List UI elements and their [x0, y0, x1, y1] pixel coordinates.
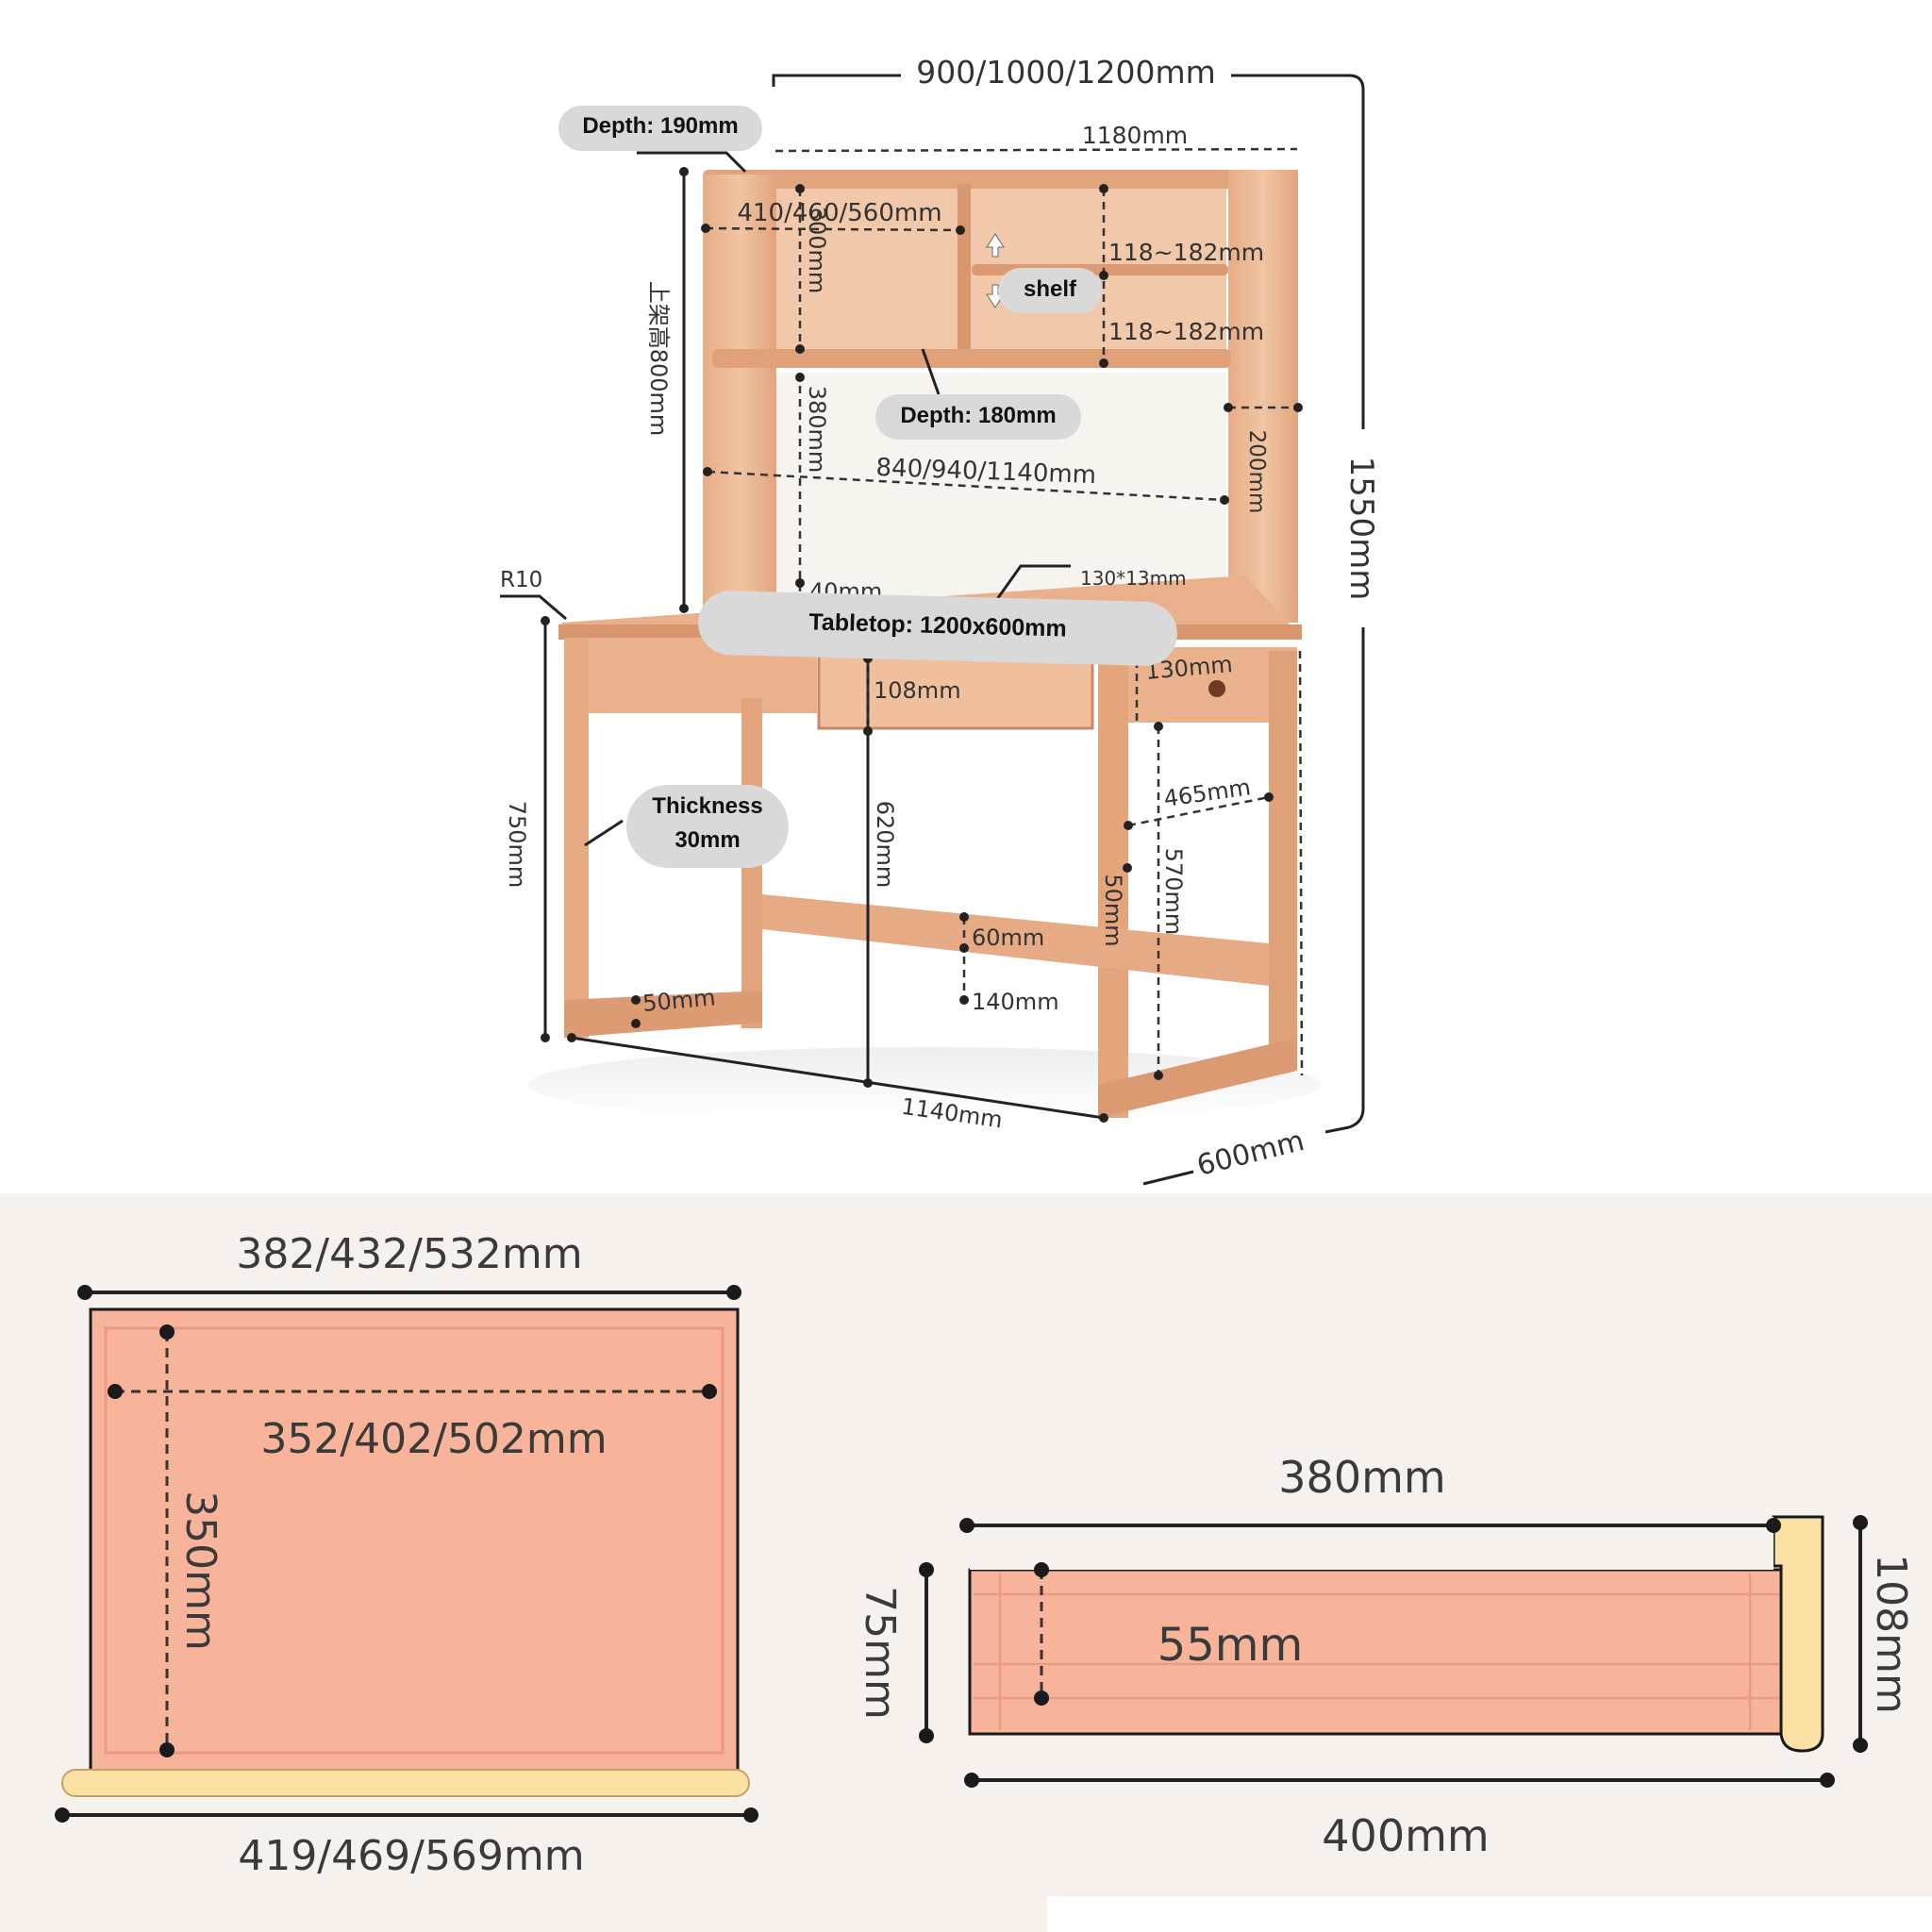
hutch-inner-width-line [774, 147, 1298, 153]
overall-depth-label: 600mm [1193, 1124, 1307, 1183]
hutch-top-board [703, 170, 1297, 189]
drawer-front-width-label: 419/469/569mm [238, 1832, 584, 1880]
overall-depth-line [1142, 1170, 1194, 1186]
thickness-callout-line2: 30mm [675, 827, 740, 853]
desk-dimension-lines [500, 74, 1365, 1186]
drawer-height-label: 108mm [874, 677, 961, 704]
thickness-callout-line1: Thickness [652, 793, 762, 819]
drawer-side-length-label: 380mm [1278, 1452, 1445, 1503]
side-panel-label: 200mm [1244, 430, 1269, 514]
thickness-pill [626, 785, 789, 868]
drawer-top-inner [104, 1326, 724, 1755]
shelf-depth-pill [875, 394, 1081, 440]
drawer-side-view: 380mm 75mm 55mm 108mm 400mm [856, 1452, 1915, 1861]
hutch-left-tower [703, 175, 776, 608]
drawer-side-total-length-label: 400mm [1322, 1810, 1489, 1861]
leg-height-label: 750mm [504, 801, 530, 889]
hutch-right-tower [1228, 170, 1298, 623]
right-foot-bar [1098, 1038, 1297, 1118]
overall-width-label: 900/1000/1200mm [916, 54, 1215, 91]
stretcher-bar [762, 894, 1269, 986]
side-depth-label: 465mm [1162, 774, 1253, 812]
side-drawer-knob [1208, 680, 1225, 697]
shelf-callout: shelf [1024, 276, 1077, 302]
bar-140-label: 140mm [972, 989, 1059, 1015]
cabinet-divider [958, 184, 971, 363]
side-height-label: 570mm [1160, 848, 1187, 936]
cable-slot-label: 130*13mm [1080, 567, 1187, 590]
cabinet-width-label: 410/460/560mm [737, 199, 941, 227]
upper-shelf-height-label: 300mm [804, 207, 830, 294]
drawer-depth-label: 350mm [176, 1491, 225, 1651]
shelf-depth-leader [921, 348, 941, 395]
overall-height-line [1324, 627, 1365, 1134]
main-shelf [712, 349, 1231, 368]
shelf-pill [998, 268, 1102, 313]
bar-50-front-label: 50mm [641, 984, 716, 1017]
radius-leader [500, 594, 567, 621]
shelf-gap-bottom-label: 118~182mm [1108, 318, 1264, 345]
top-depth-leader [637, 151, 747, 174]
left-leg-front [564, 638, 589, 1038]
drawer-top-panel [89, 1307, 740, 1774]
drawer-inner-width-label: 352/402/502mm [260, 1415, 607, 1463]
left-foot-bar [564, 991, 762, 1038]
drawer-top-view: 382/432/532mm 352/402/502mm 350mm 419/46… [55, 1230, 758, 1880]
thickness-leader [584, 819, 624, 847]
shelf-depth-callout: Depth: 180mm [900, 403, 1056, 428]
overall-height-label: 1550mm [1342, 457, 1380, 601]
desk-dashed-lines [705, 147, 1304, 1076]
shelf-gap-top-label: 118~182mm [1108, 239, 1264, 266]
drawer-outer-width-label: 382/432/532mm [236, 1230, 582, 1278]
drawer-side-height-label: 75mm [856, 1586, 904, 1720]
overall-width-line [772, 74, 1365, 429]
top-depth-pill [558, 106, 762, 151]
cabinet-width-line [705, 226, 961, 232]
radius-label: R10 [500, 568, 542, 592]
drawer-side-front-height-label: 108mm [1867, 1554, 1915, 1714]
drawer-side-inner-height-label: 55mm [1158, 1619, 1304, 1672]
tabletop-pill [698, 591, 1177, 666]
base-width-line [571, 1036, 1105, 1120]
hutch-inner-width-label: 1180mm [1082, 122, 1188, 149]
desk-labels: 900/1000/1200mm 1180mm 410/460/560mm 300… [500, 54, 1380, 1183]
right-leg-back [1269, 651, 1297, 1066]
desk-dimension-dots [541, 167, 1303, 1123]
callout-pills: Depth: 190mm shelf Depth: 180mm Tabletop… [558, 106, 1177, 868]
drawer-side-front-board [1772, 1515, 1824, 1753]
knee-height-label: 620mm [872, 801, 898, 889]
right-depth-line [1298, 650, 1304, 1076]
hutch-height-label: 上架高800mm [645, 281, 672, 437]
side-depth-line [1127, 795, 1270, 827]
bar-50-side-label: 50mm [1100, 874, 1126, 946]
inner-width-line [707, 470, 1225, 502]
white-corner-patch [1047, 1896, 1932, 1932]
bar-60-label: 60mm [972, 924, 1044, 951]
right-leg-front [1098, 651, 1128, 1118]
top-depth-callout: Depth: 190mm [582, 113, 738, 139]
middle-opening-label: 380mm [804, 386, 830, 474]
drawer-front-edge [61, 1769, 750, 1797]
slot-leader [989, 564, 1071, 609]
